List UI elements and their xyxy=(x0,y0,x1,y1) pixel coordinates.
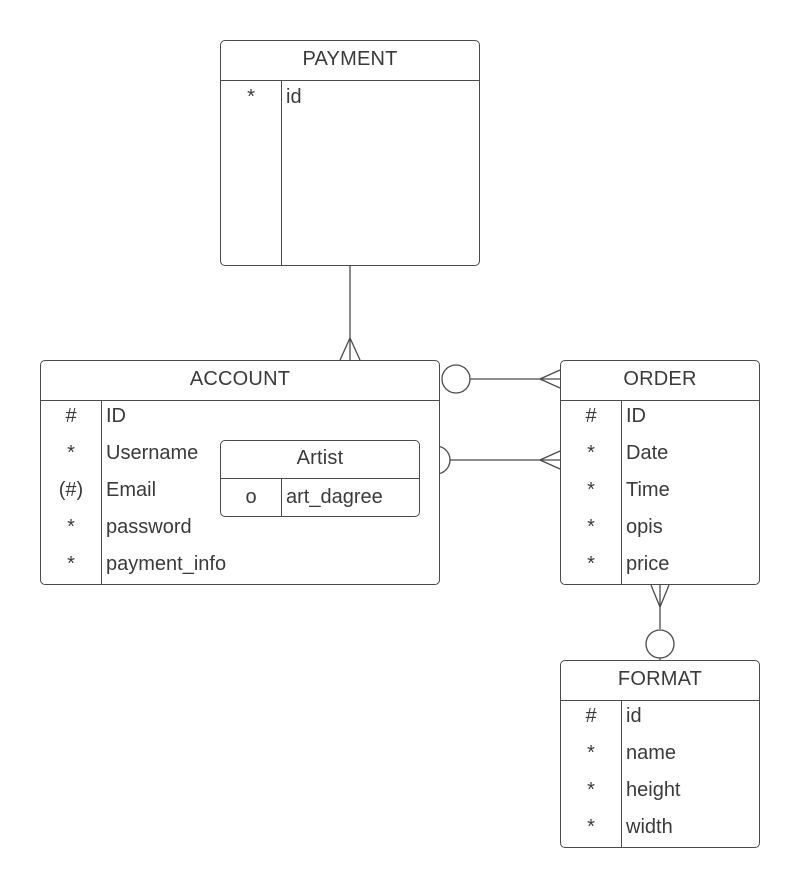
attribute-row[interactable]: * payment_info xyxy=(41,546,439,583)
attribute-row[interactable]: * name xyxy=(561,735,759,772)
attribute-name: name xyxy=(626,742,677,764)
attribute-row[interactable]: * id xyxy=(221,79,479,116)
entity-title: ACCOUNT xyxy=(41,361,439,401)
relationship-artist-order xyxy=(421,445,561,475)
attribute-key: * xyxy=(587,516,595,538)
crowfoot-bottom xyxy=(539,378,561,389)
attribute-row[interactable]: (#) Email xyxy=(41,472,439,509)
attribute-name: width xyxy=(626,816,673,838)
crowfoot-bottom xyxy=(539,459,561,470)
attribute-key: * xyxy=(247,86,255,108)
relationship-order-format xyxy=(645,584,675,660)
attribute-key: # xyxy=(65,405,77,427)
attribute-key: * xyxy=(587,742,595,764)
attribute-name: Time xyxy=(626,479,670,501)
attribute-name: height xyxy=(626,779,681,801)
relationship-account-order xyxy=(441,364,561,394)
attribute-row[interactable]: # ID xyxy=(41,398,439,435)
attribute-name: Date xyxy=(626,442,669,464)
attribute-key: * xyxy=(587,553,595,575)
attribute-key: # xyxy=(585,405,597,427)
attribute-name: payment_info xyxy=(106,553,227,575)
attribute-key: * xyxy=(67,516,75,538)
attribute-row[interactable]: * Time xyxy=(561,472,759,509)
attribute-name: art_dagree xyxy=(286,486,383,508)
column-divider xyxy=(621,401,622,584)
attribute-name: id xyxy=(626,705,642,727)
attribute-row[interactable]: * price xyxy=(561,546,759,583)
zero-optional-circle xyxy=(645,629,675,659)
attribute-name: Username xyxy=(106,442,199,464)
relationship-payment-account xyxy=(339,266,361,361)
entity-title: Artist xyxy=(221,441,419,479)
attribute-row[interactable]: * Username xyxy=(41,435,439,472)
attribute-row[interactable]: # ID xyxy=(561,398,759,435)
crowfoot-left xyxy=(339,337,351,361)
attribute-name: ID xyxy=(106,405,126,427)
attribute-key: (#) xyxy=(58,479,84,501)
crowfoot-top xyxy=(539,450,561,461)
crowfoot-right xyxy=(659,584,670,608)
attribute-key: * xyxy=(587,816,595,838)
attribute-row[interactable]: * width xyxy=(561,809,759,846)
entity-order[interactable]: ORDER # ID * Date * Time * opis * price xyxy=(560,360,760,585)
attribute-name: ID xyxy=(626,405,646,427)
entity-payment[interactable]: PAYMENT * id xyxy=(220,40,480,266)
attribute-row[interactable]: * height xyxy=(561,772,759,809)
crowfoot-left xyxy=(650,584,661,608)
attribute-key: * xyxy=(587,442,595,464)
attribute-key: o xyxy=(245,486,257,508)
attribute-row[interactable]: o art_dagree xyxy=(221,479,419,516)
attribute-key: * xyxy=(67,553,75,575)
attribute-row[interactable]: # id xyxy=(561,698,759,735)
entity-title: FORMAT xyxy=(561,661,759,701)
attribute-key: * xyxy=(67,442,75,464)
entity-title: PAYMENT xyxy=(221,41,479,81)
attribute-row[interactable]: * opis xyxy=(561,509,759,546)
zero-optional-circle xyxy=(441,364,471,394)
attribute-key: * xyxy=(587,779,595,801)
attribute-name: password xyxy=(106,516,192,538)
attribute-name: Email xyxy=(106,479,157,501)
entity-format[interactable]: FORMAT # id * name * height * width xyxy=(560,660,760,848)
attribute-name: opis xyxy=(626,516,663,538)
column-divider xyxy=(281,81,282,265)
entity-artist[interactable]: Artist o art_dagree xyxy=(220,440,420,517)
attribute-key: * xyxy=(587,479,595,501)
attribute-row[interactable]: * password xyxy=(41,509,439,546)
attribute-row[interactable]: * Date xyxy=(561,435,759,472)
crowfoot-right xyxy=(349,337,361,361)
column-divider xyxy=(101,401,102,584)
attribute-name: id xyxy=(286,86,302,108)
crowfoot-top xyxy=(539,369,561,380)
column-divider xyxy=(621,701,622,847)
attribute-name: price xyxy=(626,553,670,575)
entity-title: ORDER xyxy=(561,361,759,401)
column-divider xyxy=(281,479,282,516)
attribute-key: # xyxy=(585,705,597,727)
